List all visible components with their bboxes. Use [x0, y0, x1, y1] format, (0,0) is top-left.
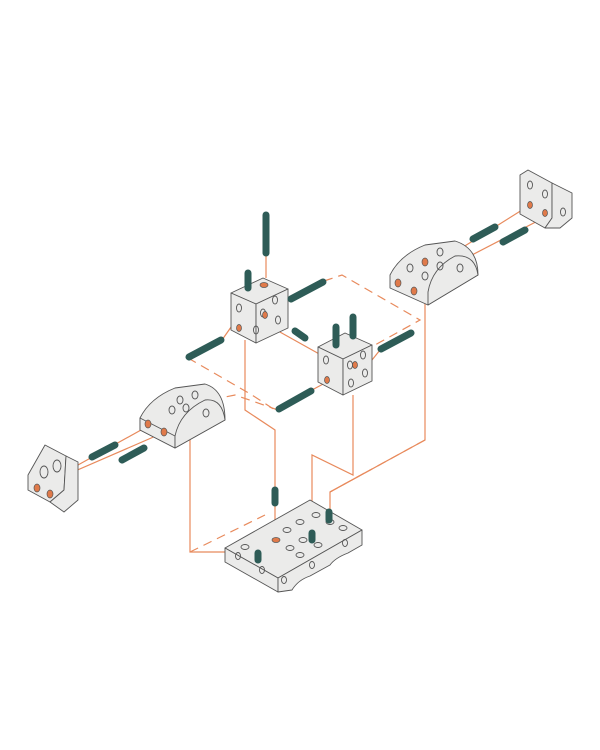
pin	[291, 327, 309, 342]
highlighted-hole	[259, 282, 269, 288]
right-angle-bracket	[519, 169, 573, 229]
pin	[118, 444, 148, 464]
left-half-cylinder	[139, 383, 226, 449]
highlighted-hole	[271, 537, 281, 543]
hole	[240, 544, 250, 550]
guide-line	[244, 340, 276, 540]
cube-block-2	[317, 332, 373, 396]
hole	[362, 368, 368, 378]
hole	[309, 561, 315, 569]
connector-pins	[88, 211, 529, 564]
base-plate	[224, 499, 363, 593]
pin	[469, 223, 499, 243]
hole	[527, 180, 533, 190]
hole	[259, 566, 265, 574]
highlighted-hole	[262, 311, 268, 319]
highlighted-hole	[33, 483, 41, 493]
hole	[285, 545, 295, 551]
cube-right	[255, 288, 289, 344]
hole	[360, 350, 366, 360]
highlighted-hole	[410, 286, 418, 296]
hole	[281, 576, 287, 584]
hole	[182, 403, 190, 413]
cube-block-1	[230, 277, 289, 344]
hole	[456, 263, 464, 273]
cylinder-end-face	[174, 399, 226, 449]
left-angle-bracket	[27, 444, 79, 513]
hole	[168, 405, 176, 415]
guide-line	[311, 395, 354, 533]
hole	[295, 519, 305, 525]
hole	[421, 271, 429, 281]
hole	[313, 542, 323, 548]
hole	[560, 207, 566, 217]
highlighted-hole	[421, 257, 429, 267]
guide-line	[329, 300, 426, 512]
pin	[185, 336, 225, 361]
hole	[295, 552, 305, 558]
highlighted-hole	[160, 427, 168, 437]
hole	[236, 303, 242, 313]
hole	[298, 537, 308, 543]
cylinder-end-face	[427, 255, 479, 306]
highlighted-hole	[527, 201, 533, 209]
hole	[191, 390, 199, 400]
highlighted-hole	[46, 489, 54, 499]
hole	[436, 247, 444, 257]
bracket-side	[49, 455, 79, 513]
hole	[52, 459, 62, 473]
hole	[275, 315, 281, 325]
hole	[176, 395, 184, 405]
hole	[272, 295, 278, 305]
hole	[348, 378, 354, 388]
bracket-face	[519, 169, 553, 229]
hole	[542, 189, 548, 199]
guide-line	[371, 349, 381, 361]
pin	[499, 226, 529, 246]
highlighted-hole	[394, 278, 402, 288]
guide-lines	[35, 204, 556, 553]
bracket-side	[544, 182, 573, 229]
dashed-guide-line	[187, 357, 276, 411]
plate-right	[277, 529, 363, 593]
hole	[311, 512, 321, 518]
hole	[202, 408, 210, 418]
hole	[342, 539, 348, 547]
pin	[377, 329, 415, 353]
pin	[88, 441, 119, 461]
hole	[282, 527, 292, 533]
hole	[235, 552, 241, 560]
highlighted-hole	[542, 209, 548, 217]
hole	[323, 355, 329, 365]
hole	[39, 465, 49, 479]
hole	[406, 263, 414, 273]
hole	[436, 261, 444, 271]
dashed-guide-line	[323, 274, 422, 346]
highlighted-hole	[144, 419, 152, 429]
highlighted-hole	[352, 361, 358, 369]
hole	[338, 525, 348, 531]
right-half-cylinder	[389, 240, 479, 306]
highlighted-hole	[324, 376, 330, 384]
highlighted-hole	[236, 324, 242, 332]
pin	[287, 278, 327, 303]
pin	[275, 387, 315, 413]
hole	[253, 325, 259, 335]
dashed-guide-line	[329, 469, 371, 493]
